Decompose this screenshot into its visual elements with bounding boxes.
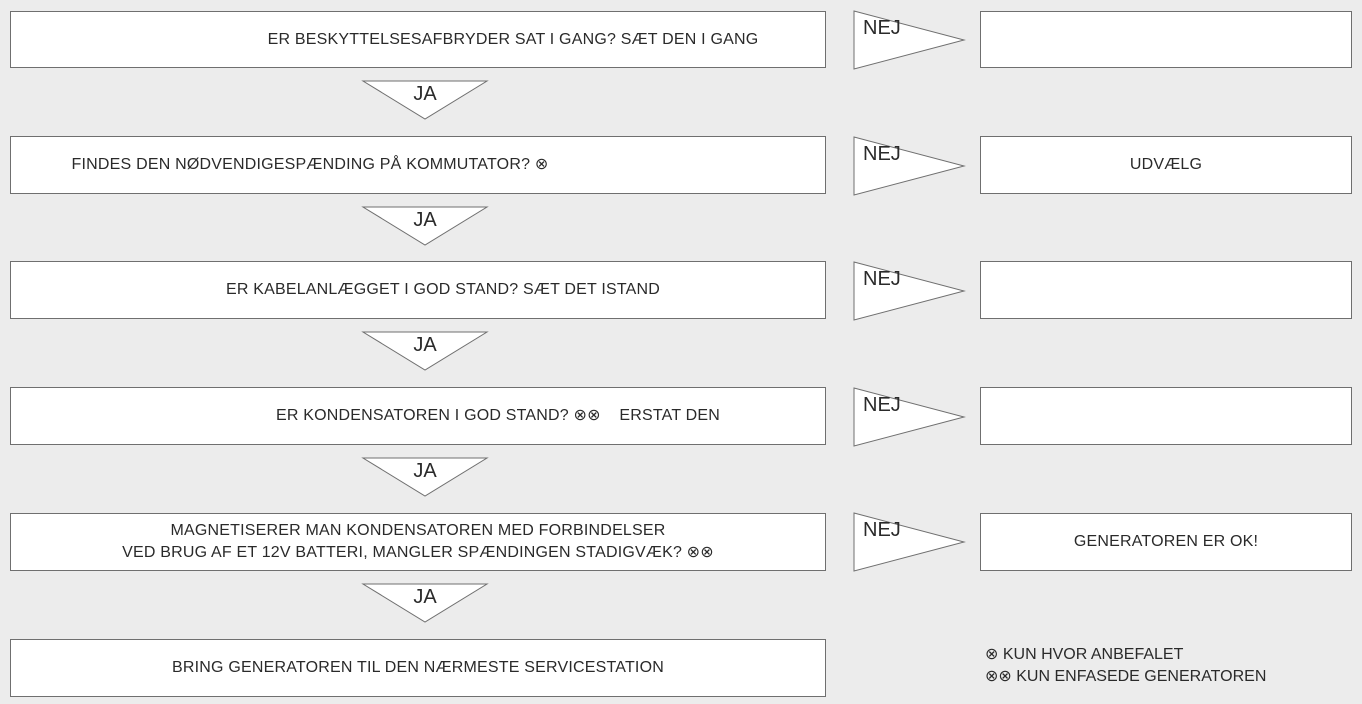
question-text-4: ER KONDENSATOREN I GOD STAND? ⊗⊗ ERSTAT … — [275, 407, 721, 424]
question-box-5: MAGNETISERER MAN KONDENSATOREN MED FORBI… — [10, 513, 826, 571]
no-flag-2: NEJ — [853, 136, 966, 196]
no-flag-3: NEJ — [853, 261, 966, 321]
question-box-4: ER KONDENSATOREN I GOD STAND? ⊗⊗ ERSTAT … — [10, 387, 826, 445]
result-box-4 — [980, 387, 1352, 445]
no-label-1: NEJ — [863, 17, 901, 39]
no-flag-1: NEJ — [853, 10, 966, 70]
result-box-1 — [980, 11, 1352, 68]
no-flag-4: NEJ — [853, 387, 966, 447]
question-box-3: ER KABELANLÆGGET I GOD STAND? SÆT DET IS… — [10, 261, 826, 319]
yes-label-4: JA — [413, 460, 437, 482]
no-flag-5: NEJ — [853, 512, 966, 572]
no-label-4: NEJ — [863, 394, 901, 416]
question-box-1: ER BESKYTTELSESAFBRYDER SAT I GANG? SÆT … — [10, 11, 826, 68]
question-text-1: ER BESKYTTELSESAFBRYDER SAT I GANG? SÆT … — [267, 30, 759, 48]
question-text-5-line2: VED BRUG AF ET 12V BATTERI, MANGLER SPÆN… — [122, 544, 714, 561]
yes-label-1: JA — [413, 83, 437, 105]
yes-arrow-5: JA — [361, 583, 489, 623]
question-text-5-line1: MAGNETISERER MAN KONDENSATOREN MED FORBI… — [170, 522, 666, 539]
no-label-3: NEJ — [863, 268, 901, 290]
yes-label-3: JA — [413, 334, 437, 356]
yes-label-5: JA — [413, 586, 437, 608]
result-text-5: GENERATOREN ER OK! — [1073, 533, 1259, 550]
result-box-5: GENERATOREN ER OK! — [980, 513, 1352, 571]
no-label-5: NEJ — [863, 519, 901, 541]
question-text-2: FINDES DEN NØDVENDIGESPÆNDING PÅ KOMMUTA… — [71, 156, 549, 173]
no-label-2: NEJ — [863, 143, 901, 165]
yes-arrow-1: JA — [361, 80, 489, 120]
yes-arrow-3: JA — [361, 331, 489, 371]
yes-label-2: JA — [413, 209, 437, 231]
result-box-3 — [980, 261, 1352, 319]
question-box-2: FINDES DEN NØDVENDIGESPÆNDING PÅ KOMMUTA… — [10, 136, 826, 194]
legend: ⊗ KUN HVOR ANBEFALET ⊗⊗ KUN ENFASEDE GEN… — [985, 644, 1266, 688]
legend-note-2: ⊗⊗ KUN ENFASEDE GENERATOREN — [985, 668, 1267, 685]
yes-arrow-2: JA — [361, 206, 489, 246]
result-text-2: UDVÆLG — [1129, 156, 1203, 173]
yes-arrow-4: JA — [361, 457, 489, 497]
question-text-3: ER KABELANLÆGGET I GOD STAND? SÆT DET IS… — [225, 281, 661, 298]
legend-note-1: ⊗ KUN HVOR ANBEFALET — [985, 646, 1184, 663]
final-step-text: BRING GENERATOREN TIL DEN NÆRMESTE SERVI… — [172, 659, 664, 676]
final-step-box: BRING GENERATOREN TIL DEN NÆRMESTE SERVI… — [10, 639, 826, 697]
result-box-2: UDVÆLG — [980, 136, 1352, 194]
